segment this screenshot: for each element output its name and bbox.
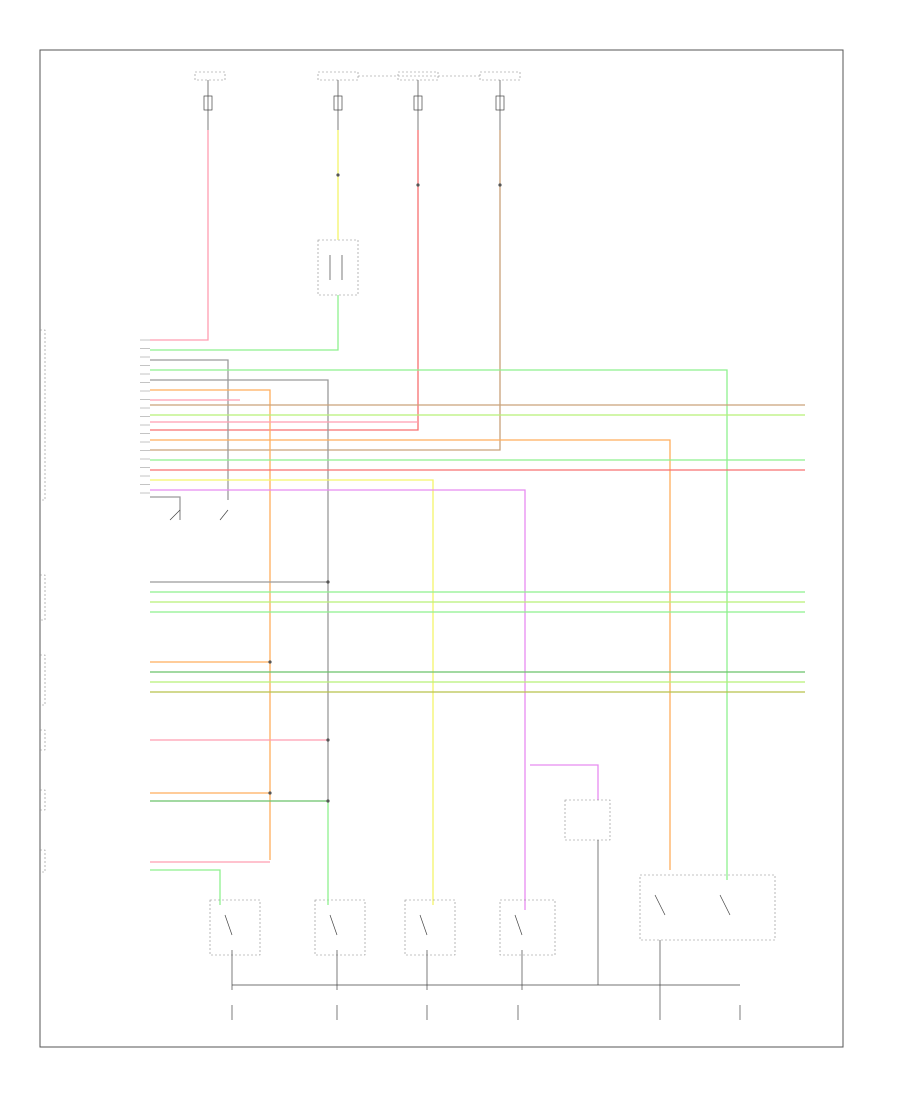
switch-assembly-3 bbox=[404, 899, 456, 990]
diagram-border bbox=[39, 49, 844, 1048]
ground-symbols bbox=[231, 1005, 741, 1020]
relay-top bbox=[317, 239, 359, 296]
power-module bbox=[639, 874, 776, 1005]
feed-wires bbox=[150, 130, 501, 451]
right-rear-connector bbox=[40, 849, 270, 905]
lower-main-switches bbox=[169, 509, 229, 521]
lift-connector bbox=[40, 729, 328, 751]
main-module-connector bbox=[40, 329, 150, 501]
fuse-block-4 bbox=[479, 71, 521, 130]
fuse-block-3 bbox=[397, 71, 439, 130]
rear-left-connector bbox=[40, 574, 805, 621]
passenger-connector bbox=[40, 654, 805, 706]
left-rear-connector bbox=[40, 789, 328, 811]
switch-assembly-1 bbox=[209, 899, 261, 990]
splice-points bbox=[268, 173, 502, 803]
switch-assembly-4 bbox=[499, 899, 556, 990]
fuse-block-1 bbox=[194, 71, 226, 130]
main-harness bbox=[150, 359, 805, 910]
relay-lower bbox=[530, 764, 611, 985]
fuse-block-2 bbox=[317, 71, 359, 130]
switch-assembly-2 bbox=[314, 801, 366, 990]
